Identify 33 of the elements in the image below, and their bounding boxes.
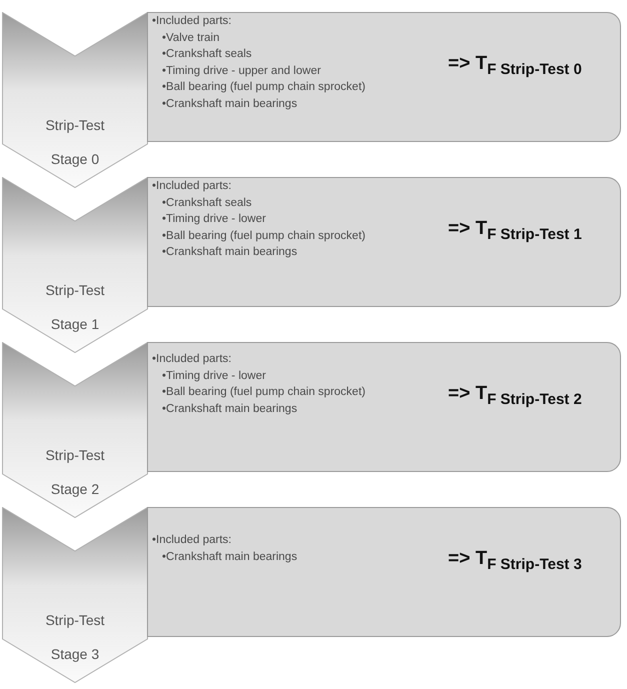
list-heading: •Included parts: <box>152 533 232 548</box>
stage-label: Strip-Test Stage 0 <box>44 116 106 169</box>
result-label: => T$_{F Strip-Test 3}$ <box>448 548 582 573</box>
list-item: •Timing drive - upper and lower <box>162 64 322 78</box>
stage-panel <box>147 507 621 637</box>
list-item: •Timing drive - lower <box>162 368 267 384</box>
list-item: •Crankshaft seals <box>162 196 253 210</box>
stage-panel <box>147 342 621 472</box>
list-item: •Crankshaft main bearings <box>162 96 298 112</box>
result-label: => T$_{F Strip-Test 2}$ <box>448 383 582 408</box>
list-item: •Crankshaft main bearings <box>162 550 298 564</box>
list-item: •Timing drive - lower <box>162 212 267 227</box>
chevron-shape <box>2 177 148 353</box>
list-heading: •Included parts: <box>152 179 232 194</box>
chevron-shape <box>2 507 148 683</box>
list-heading: •Included parts: <box>152 352 232 367</box>
chevron-shape <box>2 12 148 188</box>
stage-label: Strip-Test Stage 3 <box>44 611 106 664</box>
list-item: •Crankshaft main bearings <box>162 402 298 416</box>
stage-label: Strip-Test Stage 1 <box>44 281 106 334</box>
stage-panel <box>147 177 621 307</box>
list-item: •Crankshaft seals <box>162 47 253 62</box>
list-item: •Ball bearing (fuel pump chain sprocket) <box>162 228 366 244</box>
result-label: => T$_{F Strip-Test 0}$ <box>448 53 582 78</box>
list-item: •Valve train <box>162 30 221 46</box>
stage-panel <box>147 12 621 142</box>
list-heading: •Included parts: <box>152 14 232 29</box>
stage-label: Strip-Test Stage 2 <box>44 446 106 499</box>
result-label: => T$_{F Strip-Test 1}$ <box>448 218 582 243</box>
list-item: •Ball bearing (fuel pump chain sprocket) <box>162 385 366 400</box>
list-item: •Ball bearing (fuel pump chain sprocket) <box>162 80 366 95</box>
chevron-shape <box>2 342 148 518</box>
list-item: •Crankshaft main bearings <box>162 245 298 260</box>
